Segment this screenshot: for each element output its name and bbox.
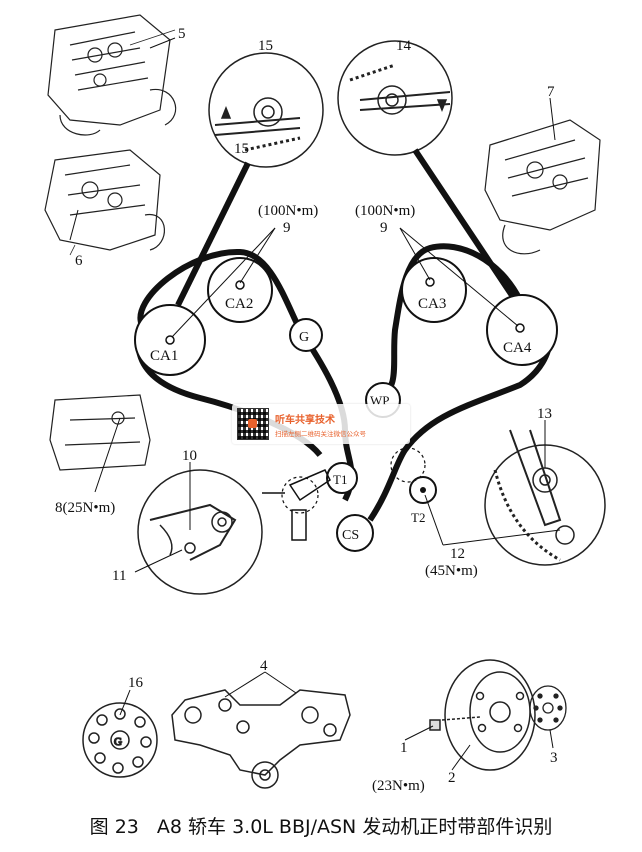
callout-5: 5 <box>178 26 186 42</box>
pulley-t1-label: T1 <box>333 472 347 487</box>
detail-leaders <box>175 148 518 307</box>
pulley-t2-label: T2 <box>411 510 425 525</box>
pulley-cs: CS <box>336 514 374 552</box>
qr-code-icon <box>237 408 269 440</box>
engine-sketch-mid-left <box>44 149 165 256</box>
pulley-g: G <box>289 318 323 352</box>
detail-circle-tensioner <box>137 469 263 595</box>
pulley-t1: T1 <box>326 462 358 494</box>
pulley-ca3-label: CA3 <box>418 296 446 312</box>
callout-8: 8(25N•m) <box>55 500 115 516</box>
crankshaft-gear-16: G <box>82 702 158 778</box>
watermark-subtitle: 扫描左侧二维码关注微信公众号 <box>275 429 366 438</box>
callout-1: 1 <box>400 740 408 756</box>
callout-3: 3 <box>550 750 558 766</box>
tensioner-dashed-outlines <box>281 447 426 514</box>
callout-6: 6 <box>75 253 83 269</box>
detail-circle-14 <box>337 40 453 156</box>
figure-number: 图 23 <box>89 816 139 838</box>
callout-9-right: 9 <box>380 220 388 236</box>
pulley-ca3: CA3 <box>401 257 467 323</box>
watermark: 听车共享技术 扫描左侧二维码关注微信公众号 <box>232 404 410 444</box>
pulley-t2: T2 <box>409 476 437 525</box>
figure-title: A8 轿车 3.0L BBJ/ASN 发动机正时带部件识别 <box>156 816 553 838</box>
pulley-ca1: CA1 <box>134 304 206 376</box>
callout-13: 13 <box>537 406 552 422</box>
pulley-g-label: G <box>299 330 309 345</box>
callout-4: 4 <box>260 658 268 674</box>
callout-9-left: 9 <box>283 220 291 236</box>
callout-10: 10 <box>182 448 197 464</box>
torque-tensioner: (45N•m) <box>425 563 478 579</box>
torque-cam-left: (100N•m) <box>258 203 318 219</box>
pulley-cs-label: CS <box>342 528 359 543</box>
washer-3 <box>529 685 567 731</box>
tensioner-arm-left <box>262 469 331 541</box>
pulley-ca2-label: CA2 <box>225 296 253 312</box>
pulley-ca2: CA2 <box>207 257 273 323</box>
timing-belt-cover-4 <box>171 689 351 789</box>
callout-labels: 5 6 7 15 15 14 (100N•m) (100N•m) 9 9 8(2… <box>55 26 558 794</box>
callout-15-inner: 15 <box>234 141 249 157</box>
callout-16: 16 <box>128 675 144 691</box>
callout-14: 14 <box>396 38 412 54</box>
bolt-8-sketch <box>49 394 151 471</box>
svg-text:G: G <box>114 736 122 748</box>
torque-bolt: (23N•m) <box>372 778 425 794</box>
callout-11: 11 <box>112 568 126 584</box>
callout-leaders <box>69 37 561 771</box>
callout-7: 7 <box>547 84 555 100</box>
detail-circle-15 <box>208 52 324 168</box>
pulley-ca4-label: CA4 <box>503 340 532 356</box>
torque-cam-right: (100N•m) <box>355 203 415 219</box>
pulley-ca1-label: CA1 <box>150 348 178 364</box>
callout-15-top: 15 <box>258 38 273 54</box>
engine-sketch-right <box>484 119 601 255</box>
watermark-title: 听车共享技术 <box>275 414 335 426</box>
vibration-damper-2 <box>429 659 536 771</box>
figure-caption: 图 23 A8 轿车 3.0L BBJ/ASN 发动机正时带部件识别 <box>0 812 642 839</box>
callout-12: 12 <box>450 546 465 562</box>
engine-sketch-top-left <box>47 14 177 136</box>
pulley-ca4: CA4 <box>486 294 558 366</box>
callout-2: 2 <box>448 770 456 786</box>
